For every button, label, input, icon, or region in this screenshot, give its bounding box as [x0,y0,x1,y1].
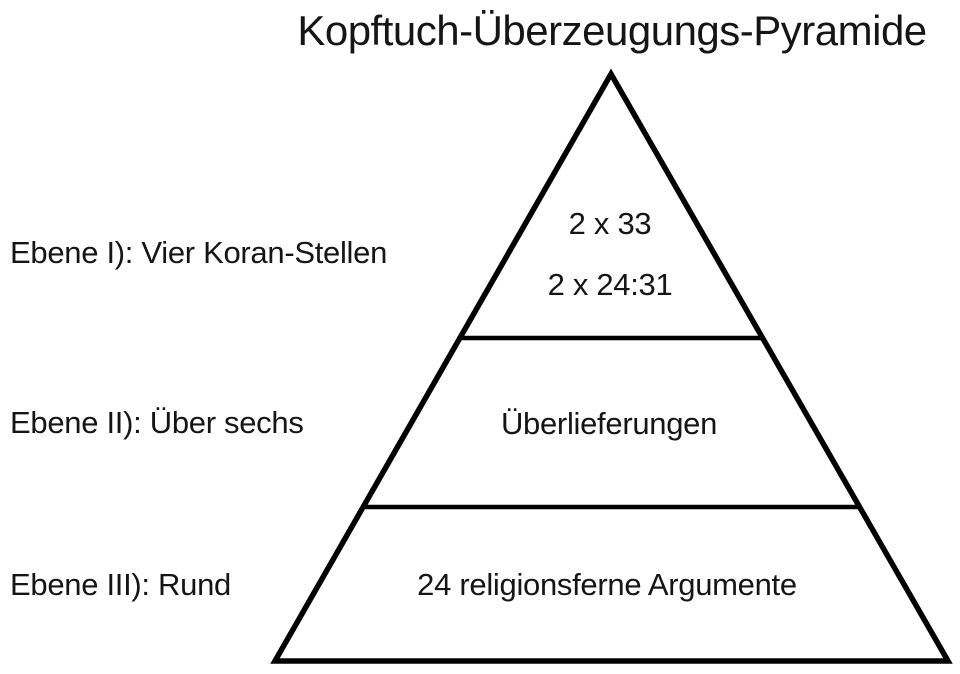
level-2-side-label: Ebene II): Über sechs [10,405,304,440]
diagram-title: Kopftuch-Überzeugungs-Pyramide [297,7,927,54]
tier-1-content-line-2: 2 x 24:31 [547,267,673,302]
level-3-side-label: Ebene III): Rund [10,567,231,602]
tier-2-content: Überlieferungen [500,406,718,441]
level-1-side-label: Ebene I): Vier Koran-Stellen [10,235,388,270]
tier-1-content-line-1: 2 x 33 [568,206,652,241]
pyramid-triangle-outline [270,68,953,664]
tier-3-content: 24 religionsferne Argumente [417,567,797,602]
